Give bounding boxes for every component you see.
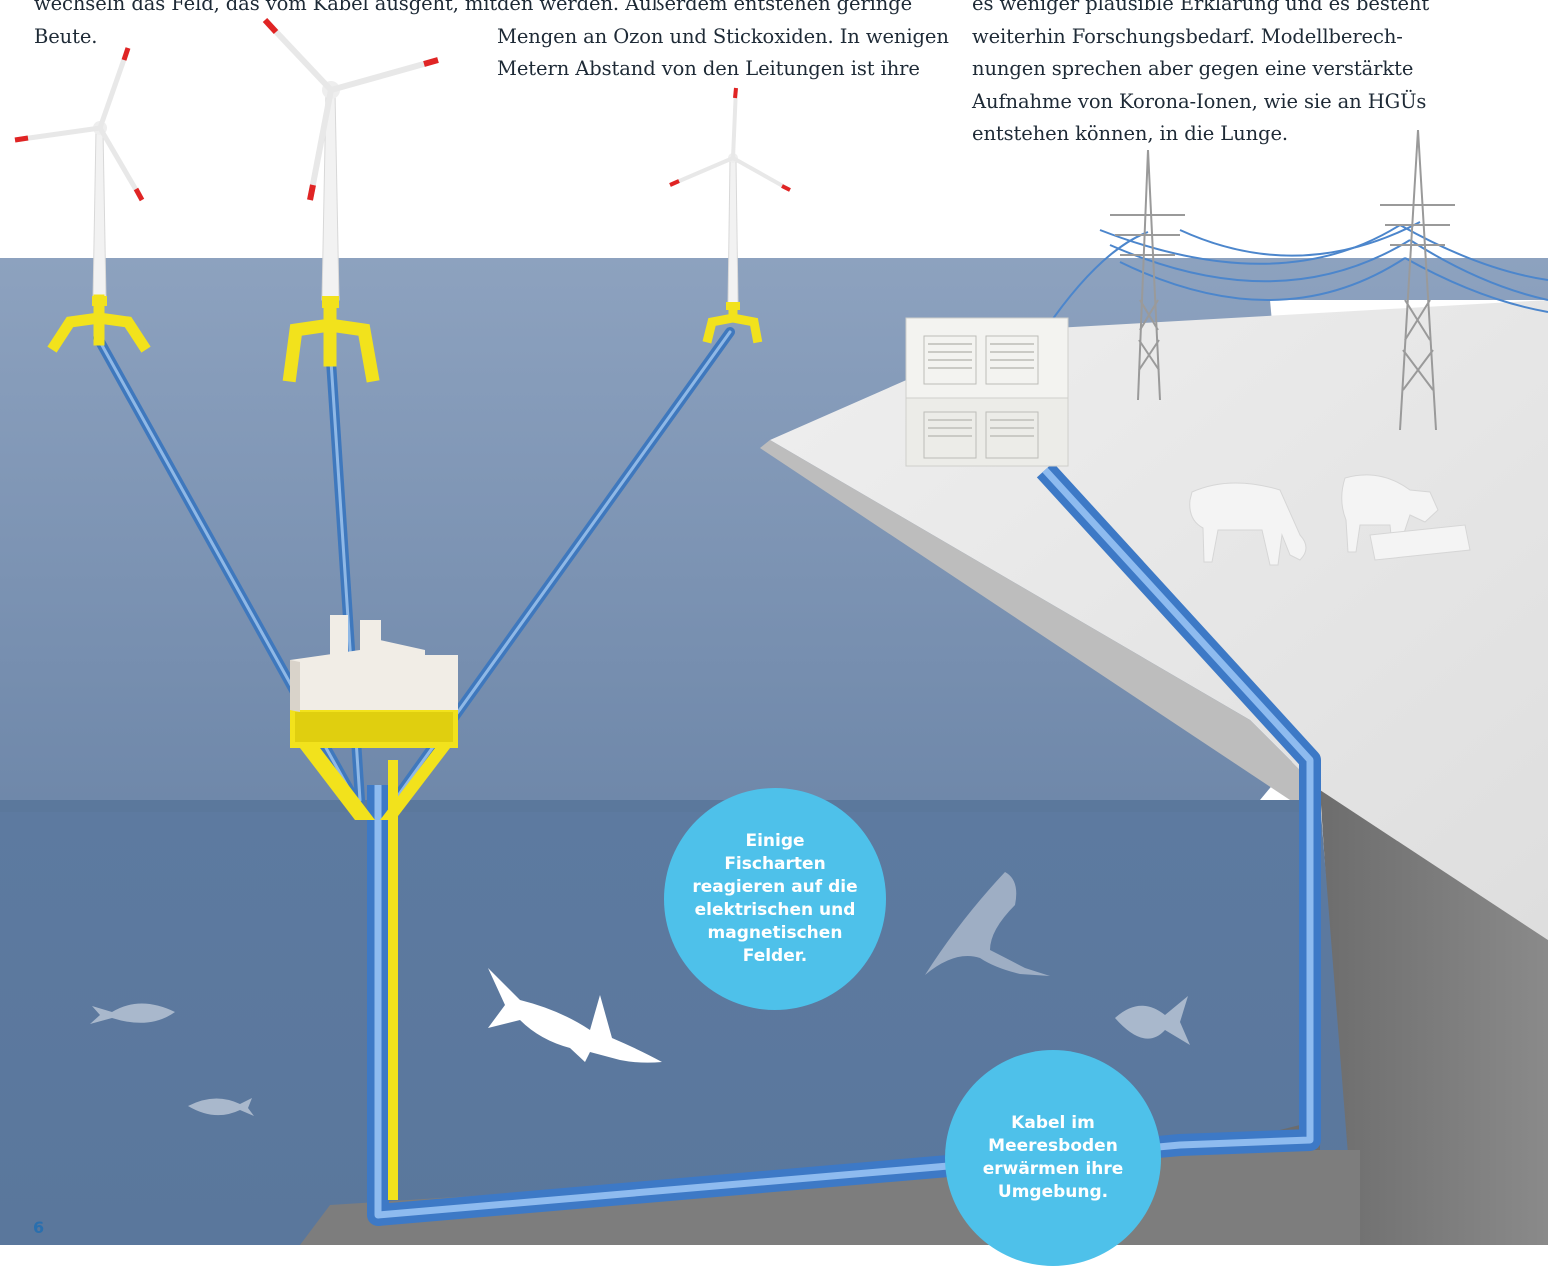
text-line: weiterhin Forschungsbedarf. Modellberech… xyxy=(972,24,1403,48)
callout-line: Meeresboden xyxy=(988,1136,1118,1156)
export-cable xyxy=(367,462,1321,1226)
callout-line: Einige xyxy=(745,831,805,851)
text-line: Metern Abstand von den Leitungen ist ihr… xyxy=(497,57,920,80)
fish-3 xyxy=(1115,996,1190,1045)
callout-line: Felder. xyxy=(742,946,808,966)
text-line: entstehen können, in die Lunge. xyxy=(972,122,1288,145)
text-line: wechseln das Feld, das vom Kabel ausgeht… xyxy=(34,0,498,15)
text-line: es weniger plausible Erklärung und es be… xyxy=(972,0,1430,15)
callout-line: Umgebung. xyxy=(997,1182,1109,1202)
text-line: den werden. Außerdem entstehen geringe xyxy=(497,0,913,15)
text-line: Aufnahme von Korona-Ionen, wie sie an HG… xyxy=(972,89,1427,113)
callout-line: elektrischen und xyxy=(694,900,856,920)
text-column-2: den werden. Außerdem entstehen geringe M… xyxy=(497,0,967,86)
cow-2 xyxy=(1341,474,1471,561)
text-line: nungen sprechen aber gegen eine verstärk… xyxy=(972,57,1414,80)
text-line: Beute. xyxy=(34,24,98,48)
wind-turbine-3 xyxy=(669,87,791,344)
cow-1 xyxy=(1189,482,1307,566)
callout-cable-heat: Kabel im Meeresboden erwärmen ihre Umgeb… xyxy=(945,1050,1161,1266)
substation-foundation xyxy=(290,708,458,1200)
converter-station xyxy=(905,317,1069,467)
callout-line: magnetischen xyxy=(707,923,843,943)
wind-turbine-2 xyxy=(262,17,439,383)
ray xyxy=(925,872,1050,976)
text-column-3: es weniger plausible Erklärung und es be… xyxy=(972,0,1442,151)
text-line: Mengen an Ozon und Stickoxiden. In wenig… xyxy=(497,24,949,48)
fish-1 xyxy=(90,1003,175,1024)
offshore-substation xyxy=(290,615,458,712)
page-number: 6 xyxy=(33,1218,45,1237)
text-column-1: wechseln das Feld, das vom Kabel ausgeht… xyxy=(34,0,498,53)
shark xyxy=(488,968,662,1063)
callout-fish-fields: Einige Fischarten reagieren auf die elek… xyxy=(664,788,886,1010)
pylon-1 xyxy=(1110,149,1185,401)
fish-2 xyxy=(188,1098,254,1116)
pylon-2 xyxy=(1380,129,1455,431)
callout-line: Kabel im xyxy=(1011,1113,1095,1133)
wind-turbine-1 xyxy=(14,47,151,353)
callout-line: Fischarten xyxy=(724,854,826,874)
callout-line: reagieren auf die xyxy=(692,877,858,897)
callout-line: erwärmen ihre xyxy=(982,1159,1124,1179)
